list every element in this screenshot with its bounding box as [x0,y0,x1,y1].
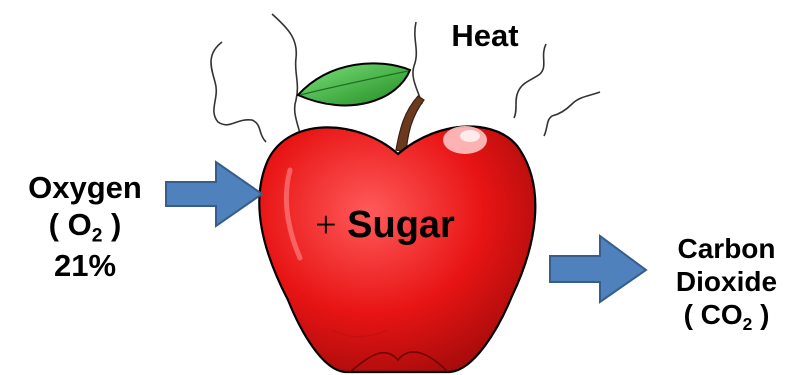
heat-label: Heat [430,18,540,55]
apple-body [259,126,535,372]
oxygen-name: Oxygen [10,170,160,207]
dioxide-line: Dioxide [660,265,793,298]
heat-squiggle-4 [514,44,546,118]
carbon-dioxide-label: Carbon Dioxide ( CO2 ) [660,232,793,335]
heat-squiggle-1 [211,42,266,142]
sugar-text: Sugar [347,204,455,246]
heat-squiggle-5 [544,92,600,136]
heat-squiggle-3 [413,22,422,104]
sugar-label: + Sugar [300,203,470,247]
apple-leaf [298,63,410,105]
carbon-line: Carbon [660,232,793,265]
plus-sign: + [315,204,336,246]
heat-squiggle-2 [272,14,300,134]
oxygen-label: Oxygen ( O2 ) 21% [10,170,160,285]
oxygen-formula: ( O2 ) [10,207,160,248]
oxygen-percent: 21% [10,248,160,285]
oxygen-arrow [166,162,262,226]
carbon-dioxide-formula: ( CO2 ) [660,298,793,335]
carbon-dioxide-arrow [550,236,646,302]
heat-text: Heat [451,18,518,53]
